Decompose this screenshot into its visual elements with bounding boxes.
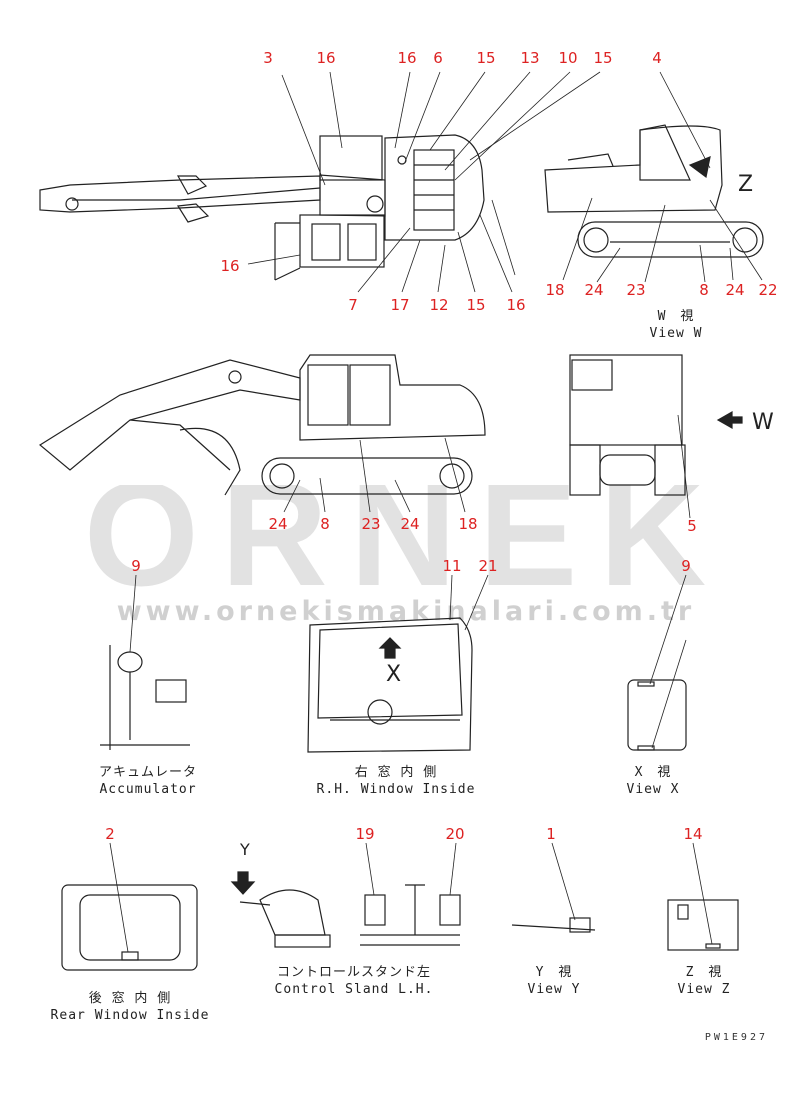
caption-rh-window-jp: 右 窓 内 側 <box>354 765 438 780</box>
part-number-label: 2 <box>105 825 115 843</box>
part-number-label: 16 <box>220 257 240 275</box>
part-number-label: 20 <box>445 825 465 843</box>
caption-control-stand-jp: コントロールスタンド左 <box>276 965 432 980</box>
watermark-url: www.ornekismakinalari.com.tr <box>116 596 696 627</box>
part-number-label: 15 <box>476 49 496 67</box>
view-letter-x: X <box>386 662 402 687</box>
side-view-right <box>544 124 764 258</box>
part-number-label: 24 <box>400 515 420 533</box>
part-number-label: 9 <box>131 557 141 575</box>
part-number-label: 4 <box>652 49 662 67</box>
part-number-label: 5 <box>687 517 697 535</box>
drawing-code: PW1E927 <box>704 1032 768 1043</box>
view-letter-y: Y <box>240 840 250 859</box>
caption-view-z-jp: Z 視 <box>685 965 723 980</box>
part-number-label: 22 <box>758 281 778 299</box>
accumulator-diagram <box>100 574 190 750</box>
part-number-label: 8 <box>320 515 330 533</box>
part-number-label: 17 <box>390 296 410 314</box>
part-number-label: 19 <box>355 825 375 843</box>
view-letter-w: W <box>752 410 774 435</box>
part-number-label: 8 <box>699 281 709 299</box>
caption-view-w-jp: W 視 <box>657 309 695 324</box>
part-number-label: 16 <box>316 49 336 67</box>
part-number-label: 16 <box>397 49 417 67</box>
caption-view-w: View W <box>649 326 703 341</box>
part-number-label: 24 <box>268 515 288 533</box>
view-z-diagram <box>667 842 739 951</box>
caption-rear-window-jp: 後 窓 内 側 <box>88 991 172 1006</box>
part-number-label: 9 <box>681 557 691 575</box>
part-number-label: 15 <box>466 296 486 314</box>
caption-rear-window: Rear Window Inside <box>50 1008 210 1023</box>
watermark-logo: ORNEK <box>84 485 728 595</box>
leader-lines-side-right <box>562 71 763 283</box>
control-stand-diagram <box>230 842 461 948</box>
part-number-label: 13 <box>520 49 540 67</box>
part-number-label: 23 <box>361 515 381 533</box>
part-number-label: 6 <box>433 49 443 67</box>
part-number-label: 16 <box>506 296 526 314</box>
leader-lines-side-left <box>283 437 466 513</box>
part-number-label: 23 <box>626 281 646 299</box>
watermark-logo-text: ORNEK <box>84 485 728 595</box>
part-number-label: 18 <box>545 281 565 299</box>
part-number-label: 3 <box>263 49 273 67</box>
caption-view-y: View Y <box>527 982 581 997</box>
rear-view <box>569 354 743 519</box>
part-number-label: 7 <box>348 296 358 314</box>
part-number-label: 14 <box>683 825 703 843</box>
plan-view-machine <box>39 134 485 281</box>
part-number-label: 1 <box>546 825 556 843</box>
part-number-label: 10 <box>558 49 578 67</box>
caption-accumulator-jp: アキュムレータ <box>98 765 198 780</box>
caption-view-y-jp: Y 視 <box>535 965 573 980</box>
part-number-label: 24 <box>584 281 604 299</box>
rear-window-diagram <box>61 842 198 971</box>
caption-view-z: View Z <box>677 982 731 997</box>
view-x-diagram <box>627 574 687 751</box>
view-y-diagram <box>511 842 596 933</box>
rh-window-diagram <box>307 574 489 753</box>
caption-view-x: View X <box>626 782 680 797</box>
part-number-label: 11 <box>442 557 462 575</box>
part-number-label: 24 <box>725 281 745 299</box>
view-letter-z: Z <box>738 172 754 197</box>
caption-accumulator: Accumulator <box>99 782 197 797</box>
caption-control-stand: Control Sland L.H. <box>274 982 434 997</box>
part-number-label: 12 <box>429 296 449 314</box>
part-number-label: 18 <box>458 515 478 533</box>
side-view-left <box>38 354 486 496</box>
caption-rh-window: R.H. Window Inside <box>316 782 476 797</box>
part-number-label: 15 <box>593 49 613 67</box>
part-number-label: 21 <box>478 557 498 575</box>
caption-view-x-jp: X 視 <box>634 765 672 780</box>
leader-lines-top <box>247 71 601 293</box>
